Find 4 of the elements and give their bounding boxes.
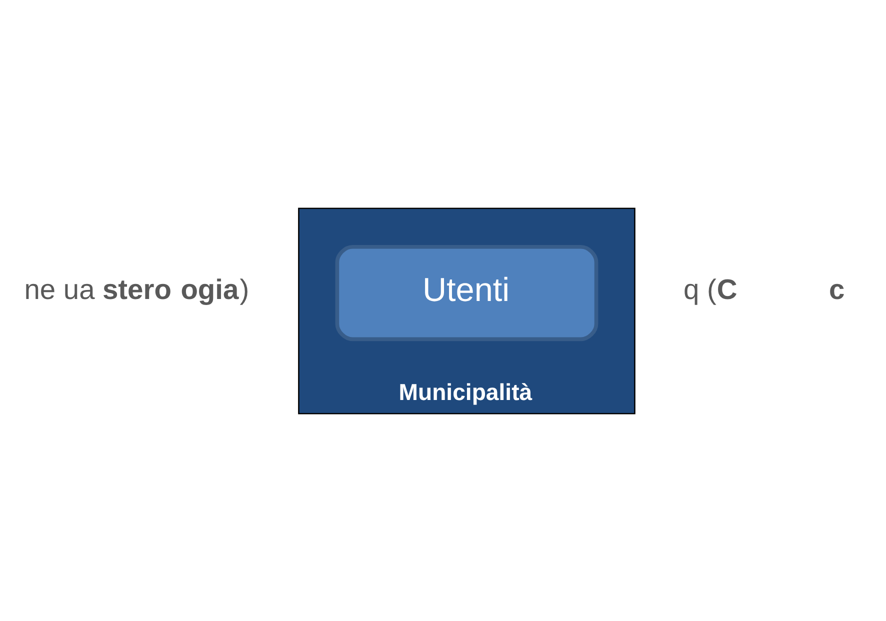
label: c [829,272,845,304]
label: q (C [683,272,738,304]
label: ne ua stero ogia) [24,272,250,304]
node-box: Utenti [335,244,598,341]
